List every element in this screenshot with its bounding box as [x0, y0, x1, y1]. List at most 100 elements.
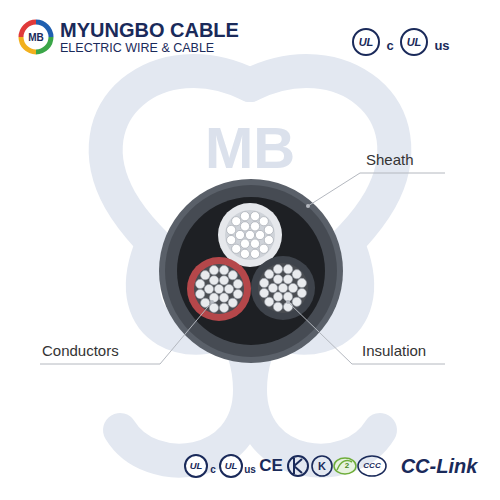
cable-cross-section [219, 276, 228, 285]
cable-cross-section [278, 283, 287, 292]
leader-dot [210, 300, 214, 304]
cert-mark-text: CCC [363, 462, 380, 471]
k-mark [312, 456, 332, 476]
company-logo [21, 22, 51, 52]
cable-cross-section [264, 225, 273, 234]
cable-cross-section [196, 212, 307, 313]
cable-cross-section [227, 235, 236, 244]
cable-cross-section [268, 283, 277, 292]
cable-cross-section [219, 266, 228, 275]
cable-cross-section [260, 278, 269, 287]
cable-cross-section [196, 289, 205, 298]
cable-cross-section [227, 225, 236, 234]
cable-cross-section [201, 271, 210, 280]
cable-cross-section [292, 270, 301, 279]
leader-line [308, 173, 445, 206]
cable-cross-section [273, 265, 282, 274]
company-name: MYUNGBO CABLE [60, 19, 239, 41]
cable-cross-section [273, 275, 282, 284]
part-label: Insulation [362, 343, 426, 360]
cable-cross-section [225, 210, 275, 260]
rohs-mark [334, 458, 356, 474]
watermark [106, 71, 395, 461]
cable-cross-section [209, 276, 218, 285]
cable-cross-section [159, 179, 343, 363]
cable-cross-section [260, 288, 269, 297]
kc-mark [294, 458, 302, 474]
cable-cross-section [250, 249, 259, 258]
part-label: Sheath [366, 152, 414, 169]
cert-mark-text: UL [225, 461, 238, 471]
cable-cross-section [219, 303, 228, 312]
cable-cross-section [224, 284, 233, 293]
leader-dot [306, 204, 310, 208]
cable-cross-section [240, 239, 249, 248]
ul-mark [220, 455, 242, 477]
cable-cross-section [232, 244, 241, 253]
ccc-mark [358, 456, 386, 476]
ul-mark [353, 29, 379, 55]
ul-mark-text: UL [359, 36, 374, 48]
cert-mark-text: CE [259, 457, 283, 476]
cable-cross-section [235, 230, 244, 239]
cable-cross-section [259, 244, 268, 253]
cable-cross-section [292, 297, 301, 306]
part-label: Conductors [42, 343, 119, 360]
ul-mark [185, 455, 207, 477]
cable-cross-section [273, 302, 282, 311]
cable-cross-section [283, 275, 292, 284]
leader-line [288, 302, 445, 364]
cable-cross-section [251, 256, 315, 320]
cable-cross-section [250, 212, 259, 221]
cable-cross-section [273, 292, 282, 301]
cable-cross-section [228, 298, 237, 307]
cable-cross-section [240, 212, 249, 221]
cable-cross-section [214, 284, 223, 293]
kc-mark [288, 456, 308, 476]
k-mark [312, 456, 332, 476]
cable-cross-section [209, 303, 218, 312]
cert-mark-text: 2 [345, 462, 349, 471]
cable-cross-section [177, 197, 325, 345]
cable-cross-section [264, 235, 273, 244]
cable-cross-section [265, 270, 274, 279]
cable-cross-section [265, 297, 274, 306]
cable-cross-section [250, 222, 259, 231]
logo-letters: MB [28, 32, 44, 43]
kc-mark [288, 456, 308, 476]
cable-cross-section [233, 289, 242, 298]
cert-mark-text: UL [190, 461, 203, 471]
leader-dot [210, 204, 310, 304]
ul-mark [401, 29, 427, 55]
cable-cross-section [250, 239, 259, 248]
ul-mark-text: us [434, 39, 449, 53]
cable-cross-section [204, 284, 213, 293]
cable-cross-section [283, 265, 292, 274]
cable-cross-section [187, 257, 251, 321]
cable-cross-section [255, 230, 264, 239]
cable-cross-section [159, 179, 343, 363]
cable-cross-section [196, 279, 205, 288]
cable-cross-section [283, 292, 292, 301]
cert-mark-text: K [318, 460, 326, 472]
rohs-mark [334, 458, 356, 474]
cable-cross-section [288, 283, 297, 292]
cable-cross-section [245, 230, 254, 239]
ul-mark-text: UL [407, 36, 422, 48]
ccc-mark [358, 456, 386, 476]
cable-cross-section [240, 249, 249, 258]
cable-cross-section [233, 279, 242, 288]
cable-cross-section [209, 266, 218, 275]
cable-cross-section [240, 222, 249, 231]
rohs-mark [337, 461, 352, 470]
leader-line [40, 302, 212, 364]
watermark-text: MB [205, 116, 295, 180]
cable-cross-section [232, 217, 241, 226]
cable-cross-section [165, 185, 337, 357]
cert-mark-text: CC-Link [401, 455, 478, 477]
ul-mark-text: c [386, 39, 393, 53]
cable-cross-section [218, 203, 282, 267]
cable-cross-section [219, 293, 228, 302]
